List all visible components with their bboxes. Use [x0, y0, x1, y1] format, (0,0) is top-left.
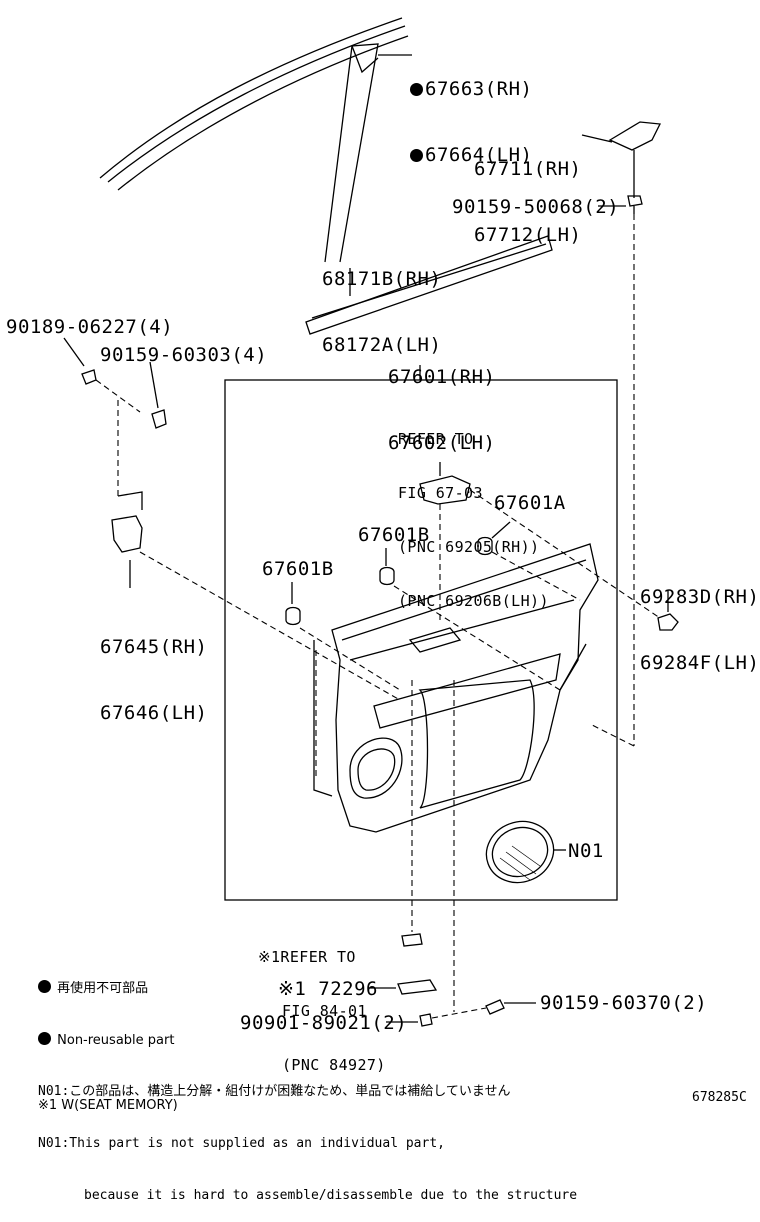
label-clip-a[interactable]: 67601A [494, 492, 566, 514]
legend-jp: 再使用不可部品 [57, 981, 149, 996]
non-reusable-dot-icon [410, 83, 423, 96]
label-clip-b2[interactable]: 67601B [262, 558, 334, 580]
refer-line: REFER TO [398, 430, 474, 448]
part-number: 68171B(RH) [322, 268, 442, 290]
part-number: 67602(LH) [388, 432, 496, 454]
label-screw-bottom[interactable]: 90159-60370(2) [540, 992, 708, 1014]
label-screw-left2[interactable]: 90159-60303(4) [100, 344, 268, 366]
part-number: 67711(RH) [474, 158, 582, 180]
label-weatherstrip[interactable]: 68171B(RH) 68172A(LH) [322, 224, 441, 378]
part-number: 67664(LH) [425, 144, 533, 166]
part-number: 67601(RH) [388, 366, 496, 388]
part-number: 67712(LH) [474, 224, 582, 246]
non-reusable-dot-icon [410, 149, 423, 162]
part-number: 67645(RH) [100, 636, 208, 658]
legend: 再使用不可部品 Non-reusable part ※1 W(SEAT MEMO… [38, 948, 178, 1130]
refer-top[interactable]: REFER TO FIG 67-03 (PNC 69205(RH)) (PNC … [398, 394, 549, 628]
legend-note: ※1 W(SEAT MEMORY) [38, 1098, 178, 1113]
label-screw-top[interactable]: 90159-50068(2) [452, 196, 620, 218]
refer-line: ※1REFER TO [258, 948, 356, 966]
non-reusable-dot-icon [38, 980, 51, 993]
non-reusable-dot-icon [38, 1032, 51, 1045]
refer-line: FIG 84-01 [282, 1002, 367, 1020]
label-clip-bottom[interactable]: 90901-89021(2) [240, 1012, 408, 1034]
label-cover[interactable]: 67711(RH) 67712(LH) [474, 114, 581, 268]
part-number: 67646(LH) [100, 702, 208, 724]
refer-bottom[interactable]: ※1REFER TO FIG 84-01 (PNC 84927) [258, 912, 386, 1092]
footnote-jp: N01:この部品は、構造上分解・組付けが困難なため、単品では補給していません [38, 1084, 511, 1099]
part-number: 69283D(RH) [640, 586, 760, 608]
footnote-en2: because it is hard to assemble/disassemb… [84, 1188, 578, 1203]
label-screw-left[interactable]: 90189-06227(4) [6, 316, 174, 338]
label-clip-b1[interactable]: 67601B [358, 524, 430, 546]
part-number: 68172A(LH) [322, 334, 442, 356]
label-switch[interactable]: ※1 72296 [278, 978, 378, 1000]
legend-en: Non-reusable part [57, 1033, 175, 1048]
part-number: 69284F(LH) [640, 652, 760, 674]
label-cap[interactable]: 69283D(RH) 69284F(LH) [640, 542, 759, 696]
exploded-diagram [63, 17, 679, 1027]
label-n01[interactable]: N01 [568, 840, 604, 862]
label-trim-board[interactable]: 67601(RH) 67602(LH) [388, 322, 495, 476]
part-number: 67663(RH) [425, 78, 533, 100]
refer-line: FIG 67-03 [398, 484, 483, 502]
refer-line: (PNC 69205(RH)) [398, 538, 540, 556]
diagram-id: 678285C [692, 1090, 747, 1105]
refer-line: (PNC 84927) [282, 1056, 386, 1074]
footnotes: N01:この部品は、構造上分解・組付けが困難なため、単品では補給していません N… [38, 1050, 577, 1222]
footnote-en1: N01:This part is not supplied as an indi… [38, 1136, 445, 1151]
refer-line: (PNC 69206B(LH)) [398, 592, 549, 610]
label-bracket[interactable]: 67645(RH) 67646(LH) [100, 592, 207, 746]
label-garnish-corner[interactable]: 67663(RH) 67664(LH) [410, 34, 532, 188]
